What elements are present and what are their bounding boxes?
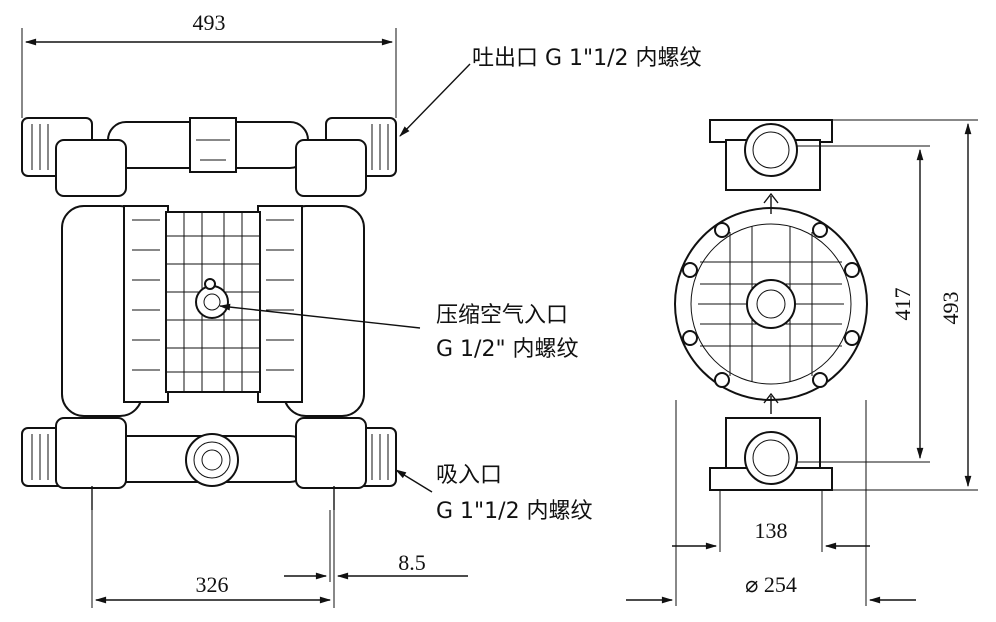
front-view [21, 117, 397, 510]
callout-outlet-label: 吐出口 G 1"1/2 内螺纹 [472, 46, 702, 71]
callout-inlet: 吸入口 G 1"1/2 内螺纹 [395, 463, 593, 524]
dimension-front-base: 326 [91, 510, 335, 608]
dimension-side-inner-height: 417 [796, 145, 930, 463]
callout-air-inlet-line2: G 1/2" 内螺纹 [436, 337, 579, 362]
side-view [674, 119, 868, 491]
dim-side-base-label: 138 [755, 518, 788, 543]
callout-inlet-line1: 吸入口 [436, 463, 502, 488]
dim-offset-label: 8.5 [398, 550, 426, 575]
dim-side-outer-height-label: 493 [938, 292, 963, 325]
arrow-up-icon [763, 192, 779, 214]
dim-side-inner-height-label: 417 [890, 288, 915, 321]
dimension-front-width: 493 [21, 10, 397, 118]
dimension-side-outer-height: 493 [832, 119, 978, 491]
callout-air-inlet-line1: 压缩空气入口 [436, 303, 568, 328]
dim-front-width-label: 493 [193, 10, 226, 35]
dim-side-diameter-label: ⌀ 254 [745, 572, 797, 597]
dimension-side-base: 138 [672, 490, 870, 552]
callout-inlet-line2: G 1"1/2 内螺纹 [436, 499, 593, 524]
callout-outlet: 吐出口 G 1"1/2 内螺纹 [399, 46, 702, 137]
callout-air-inlet: 压缩空气入口 G 1/2" 内螺纹 [218, 303, 579, 362]
dimension-offset: 8.5 [284, 510, 468, 582]
arrow-up-icon [763, 392, 779, 414]
dimension-side-diameter: ⌀ 254 [626, 400, 916, 606]
dim-front-base-label: 326 [196, 572, 229, 597]
